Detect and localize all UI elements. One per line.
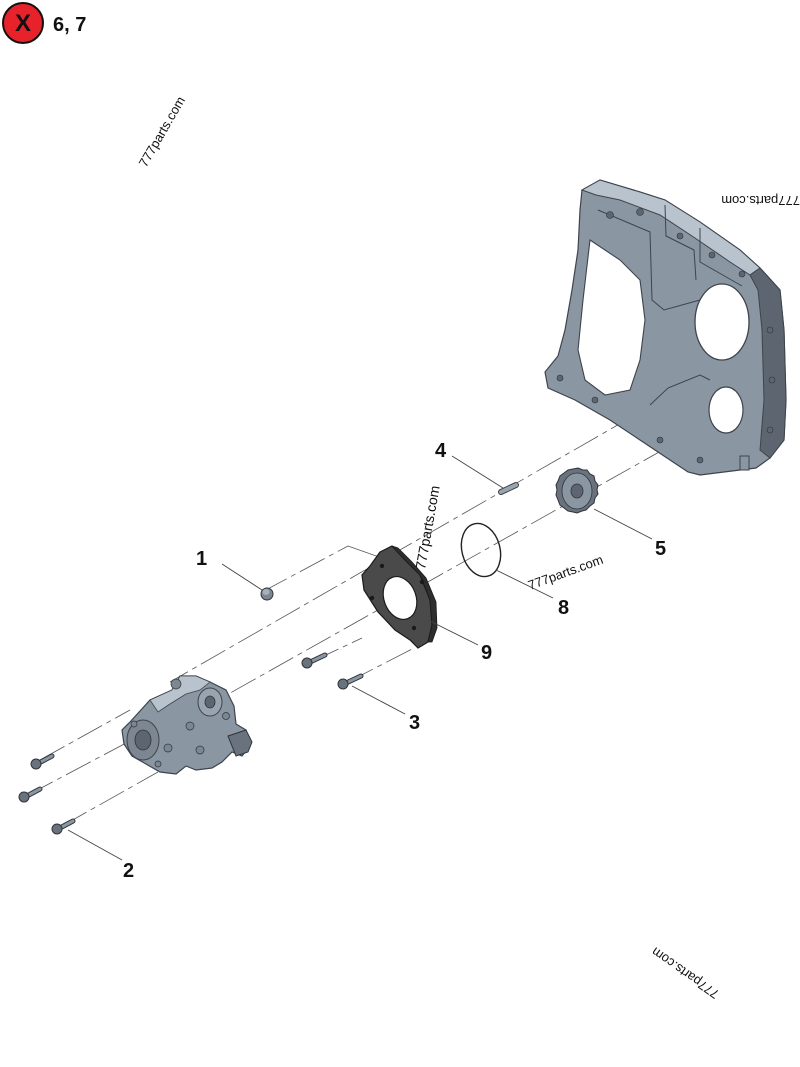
callout-3: 3 bbox=[409, 712, 420, 734]
watermark: 777parts.com bbox=[649, 944, 722, 1001]
bolt-pump-1 bbox=[30, 753, 55, 770]
bolt-plate-lower bbox=[337, 673, 364, 690]
housing-bore-lower bbox=[708, 386, 744, 434]
adapter-plate bbox=[361, 545, 438, 649]
callout-4: 4 bbox=[435, 440, 447, 462]
pump-flange-inner bbox=[134, 729, 152, 751]
pump-port-inner bbox=[204, 695, 216, 709]
bolt-pump-3 bbox=[51, 818, 76, 835]
housing-pin bbox=[739, 455, 750, 471]
callout-8: 8 bbox=[558, 597, 569, 619]
badge-text: 6, 7 bbox=[53, 14, 86, 36]
pump-fittings bbox=[130, 678, 230, 768]
o-ring bbox=[460, 522, 502, 578]
bolt-small bbox=[260, 587, 274, 601]
pump-solenoid bbox=[227, 729, 253, 757]
callout-2: 2 bbox=[123, 860, 134, 882]
leader-lines bbox=[67, 455, 653, 861]
housing-bolt-holes bbox=[556, 208, 776, 464]
bolt-pump-2 bbox=[18, 786, 43, 803]
callout-9: 9 bbox=[481, 642, 492, 664]
plate-edge bbox=[391, 545, 438, 643]
watermark: 777parts.com bbox=[412, 484, 442, 570]
gear-housing bbox=[544, 179, 787, 476]
housing-rib bbox=[597, 209, 701, 311]
callout-1: 1 bbox=[196, 548, 207, 570]
plate-bore bbox=[382, 576, 418, 620]
plate-holes bbox=[369, 563, 425, 631]
drive-gear bbox=[555, 467, 599, 514]
gear-hub bbox=[570, 483, 584, 499]
badge-symbol: X bbox=[15, 10, 31, 37]
housing-rib bbox=[664, 204, 697, 281]
watermark: 777parts.com bbox=[136, 94, 188, 170]
removed-parts-badge: X 6, 7 bbox=[2, 2, 86, 44]
housing-left-cutout bbox=[577, 239, 646, 396]
housing-rib bbox=[699, 228, 743, 287]
dowel-pin bbox=[498, 482, 519, 495]
fuel-pump bbox=[121, 675, 253, 775]
housing-bore-upper bbox=[694, 283, 750, 361]
callouts: 1 2 3 4 5 8 9 bbox=[123, 440, 666, 882]
watermark: 777parts.com bbox=[721, 193, 800, 208]
assembly-axes bbox=[27, 371, 711, 827]
watermark: 777parts.com bbox=[526, 552, 605, 593]
bolt-plate-upper bbox=[301, 652, 328, 669]
callout-5: 5 bbox=[655, 538, 666, 560]
housing-rib bbox=[649, 374, 711, 406]
badge-circle bbox=[2, 2, 44, 44]
housing-side-face bbox=[749, 267, 787, 459]
